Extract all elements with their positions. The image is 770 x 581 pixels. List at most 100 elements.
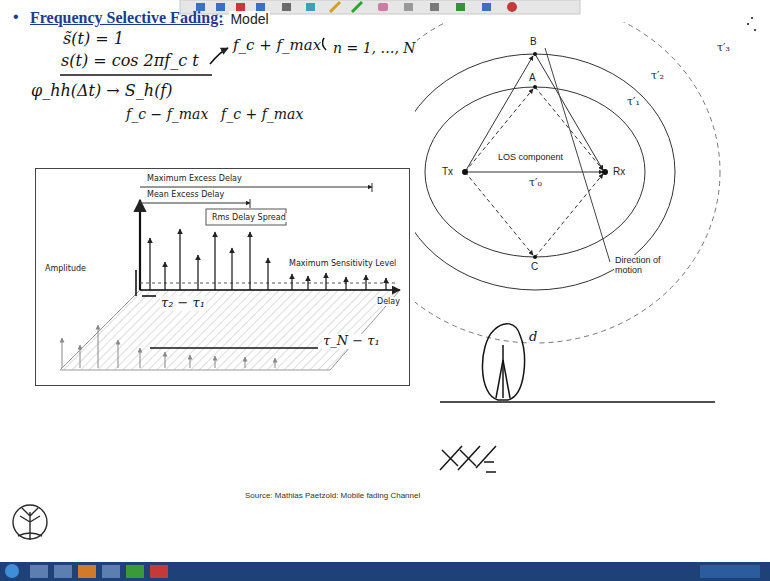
circle-shape — [533, 85, 537, 89]
g-shape — [136, 270, 318, 348]
line-shape — [535, 174, 603, 257]
line-shape — [307, 276, 308, 290]
handwritten-note: n = 1, …, N — [332, 40, 417, 56]
rect-shape — [236, 3, 245, 11]
line-shape — [476, 446, 496, 468]
figure-annotation: Rms Delay Spread — [211, 213, 287, 222]
rect-shape — [256, 3, 265, 11]
circle-shape — [5, 564, 19, 578]
path-shape — [210, 48, 228, 64]
delay-profile — [60, 183, 400, 370]
line-shape — [140, 187, 372, 188]
circle-shape — [602, 169, 608, 175]
rect-shape — [30, 565, 48, 578]
polygon-shape — [60, 290, 400, 370]
handwritten-note: d — [528, 330, 538, 345]
circle-shape — [507, 2, 517, 12]
line-shape — [496, 360, 503, 398]
antenna-label: Rx — [612, 166, 626, 178]
line-shape — [275, 358, 276, 368]
path-shape — [330, 2, 340, 12]
path-shape — [482, 324, 524, 400]
line-shape — [345, 277, 346, 290]
circle-shape — [533, 52, 537, 56]
path-shape — [18, 533, 42, 536]
line-shape — [80, 345, 81, 368]
handwritten-note: τ_N − τ₁ — [322, 334, 381, 349]
g-shape — [62, 325, 275, 368]
handwritten-note: f_c + f_max — [220, 106, 304, 122]
line-shape — [118, 340, 119, 368]
figure-annotation: Mean Excess Delay — [146, 190, 225, 199]
rect-shape — [78, 565, 96, 578]
rect-shape — [700, 565, 760, 578]
taskbar — [0, 562, 770, 581]
line-shape — [291, 274, 292, 290]
path-shape — [352, 2, 362, 12]
scatterer-label: B — [529, 36, 538, 48]
path-shape — [20, 508, 40, 540]
line-shape — [214, 232, 215, 290]
line-shape — [135, 270, 137, 296]
line-shape — [245, 357, 246, 368]
figure-panel: Maximum Excess DelayMean Excess DelayRms… — [35, 168, 410, 386]
line-shape — [164, 262, 165, 290]
handwritten-note: φ_hh(Δt) → S_h(f) — [30, 82, 174, 100]
rect-shape — [126, 565, 144, 578]
line-shape — [197, 255, 198, 290]
line-shape — [465, 172, 533, 255]
antenna-sketch — [440, 324, 715, 472]
line-shape — [460, 450, 476, 466]
rect-shape — [54, 565, 72, 578]
line-shape — [440, 401, 715, 403]
line-shape — [385, 278, 386, 290]
circle-shape — [533, 255, 537, 259]
circle-shape — [751, 17, 753, 19]
institute-logo — [13, 505, 47, 540]
bullet: • — [12, 8, 20, 26]
figure-annotation: Maximum Excess Delay — [146, 174, 243, 183]
g-shape — [415, 22, 720, 343]
line-shape — [442, 450, 458, 466]
propagation-paths — [465, 48, 610, 262]
ellipse-shape — [425, 87, 645, 257]
antenna-label: Tx — [441, 166, 454, 178]
scatterer-label: C — [530, 261, 539, 273]
rect-shape — [430, 3, 439, 11]
line-shape — [231, 248, 232, 290]
line-shape — [139, 200, 141, 290]
slide-title: Frequency Selective Fading: — [30, 9, 223, 27]
scatterer-label: A — [528, 72, 537, 84]
rect-shape — [306, 3, 315, 11]
circle-shape — [754, 29, 756, 31]
path-shape — [322, 38, 326, 50]
line-shape — [440, 446, 462, 470]
line-shape — [140, 203, 250, 204]
rect-shape — [378, 3, 388, 11]
line-shape — [142, 295, 156, 297]
line-shape — [150, 347, 318, 349]
line-shape — [325, 273, 326, 290]
handwritten-note: τ₂ − τ₁ — [160, 296, 206, 311]
line-shape — [98, 325, 99, 368]
delay-label: τ′₁ — [626, 96, 641, 109]
figure-annotation: Amplitude — [44, 264, 87, 273]
line-shape — [190, 355, 191, 368]
figure-annotation: Delay — [376, 297, 401, 306]
line-shape — [486, 471, 496, 473]
line-shape — [165, 352, 166, 368]
handwritten-note: s(t) = cos 2πf_c t — [60, 52, 200, 70]
rect-shape — [404, 3, 413, 11]
line-shape — [149, 238, 150, 290]
rect-shape — [482, 3, 491, 11]
rect-shape — [206, 209, 286, 225]
handwritten-note: s̃(t) = 1 — [62, 30, 125, 48]
source-caption: Source: Mathias Paetzold: Mobile fading … — [245, 491, 420, 500]
line-shape — [140, 348, 141, 368]
delay-label: τ′₃ — [716, 42, 731, 55]
line-shape — [502, 345, 504, 398]
delay-label: τ′₀ — [528, 177, 543, 190]
line-shape — [249, 232, 250, 290]
delay-label: τ′₂ — [650, 70, 665, 83]
line-shape — [60, 74, 212, 76]
